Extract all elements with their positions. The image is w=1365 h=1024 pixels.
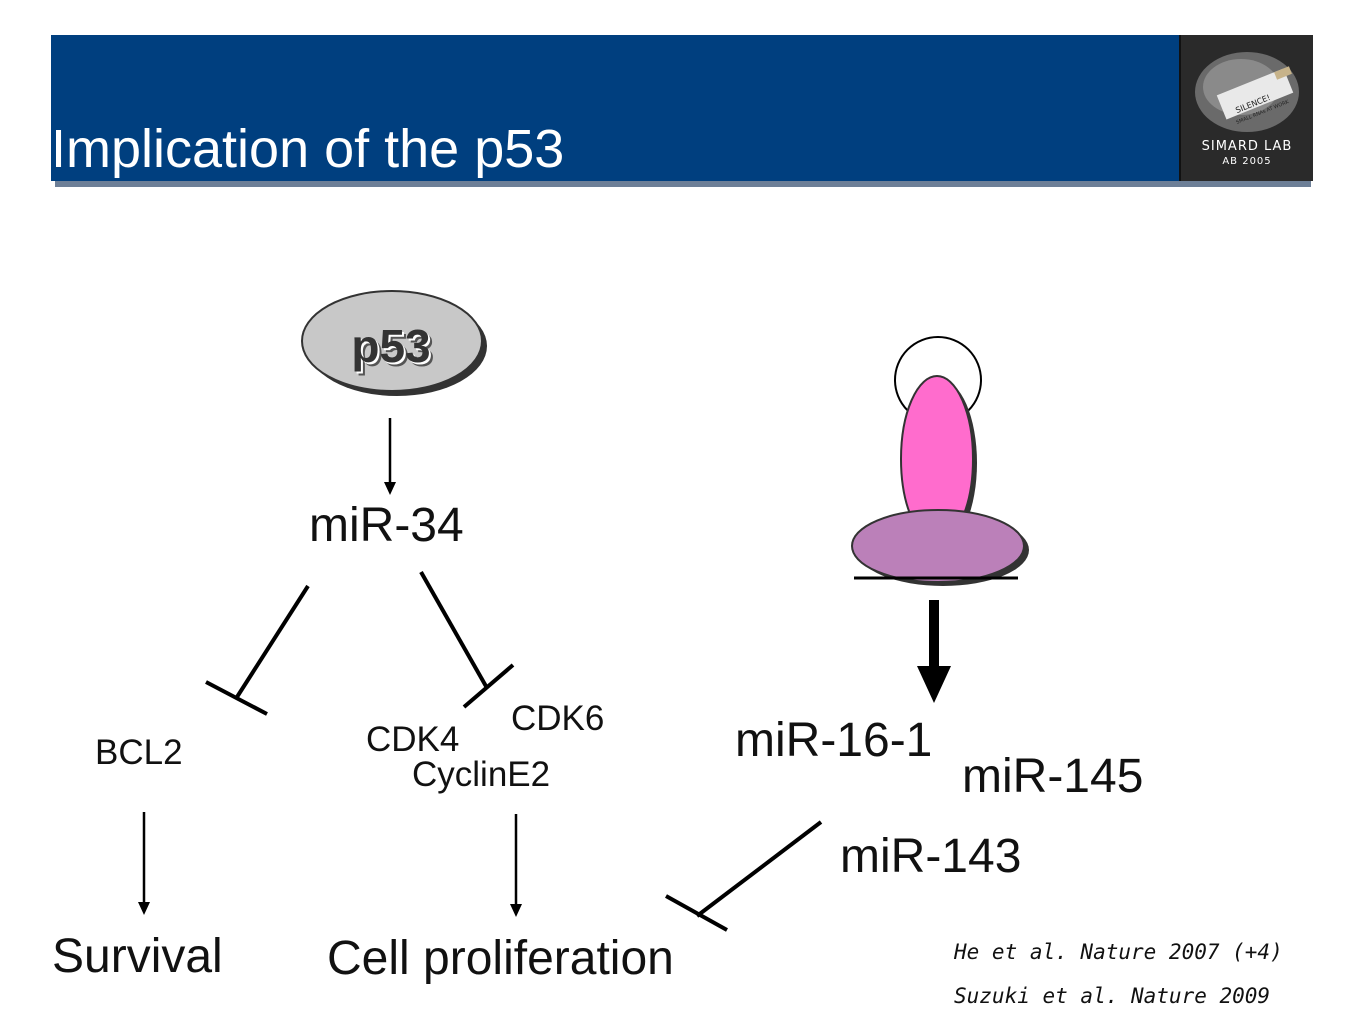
slide-title: Implication of the p53 bbox=[51, 119, 565, 179]
simard-lab-logo: SILENCE! SMALL RNAs AT WORK SIMARD LAB A… bbox=[1179, 35, 1313, 181]
logo-lab-name: SIMARD LAB bbox=[1201, 139, 1293, 154]
complex-arrowhead bbox=[917, 666, 951, 703]
proliferation-arrowhead bbox=[510, 904, 522, 917]
p53-label: p53 bbox=[351, 320, 431, 372]
mir34-label: miR-34 bbox=[309, 499, 464, 552]
cdk-inhibition-bar bbox=[462, 663, 515, 709]
mir16-1-label: miR-16-1 bbox=[735, 714, 933, 767]
reference-he-2007: He et al. Nature 2007 (+4) bbox=[954, 940, 1283, 964]
proliferation-inhibition-bar bbox=[665, 894, 728, 932]
mir34-bcl2-inhibition bbox=[235, 584, 310, 699]
reference-suzuki-2009: Suzuki et al. Nature 2009 bbox=[954, 984, 1271, 1008]
bcl2-label: BCL2 bbox=[95, 733, 183, 772]
slide-header: Implication of the p53 SILENCE! SMALL RN… bbox=[51, 35, 1313, 181]
purple-subunit bbox=[851, 509, 1025, 583]
p53-arrowhead bbox=[384, 482, 396, 495]
mir143-label: miR-143 bbox=[840, 830, 1022, 883]
cell-proliferation-label: Cell proliferation bbox=[327, 932, 674, 985]
mir34-cdk-inhibition bbox=[419, 571, 489, 689]
cdk4-label: CDK4 bbox=[366, 720, 460, 759]
survival-arrowhead bbox=[138, 902, 150, 915]
cycline2-label: CyclinE2 bbox=[412, 755, 551, 794]
bcl2-inhibition-bar bbox=[205, 680, 268, 716]
logo-image: SILENCE! SMALL RNAs AT WORK bbox=[1195, 52, 1299, 132]
logo-year: AB 2005 bbox=[1222, 156, 1272, 167]
mirna-proliferation-inhibition bbox=[695, 820, 823, 918]
mir145-label: miR-145 bbox=[962, 750, 1144, 803]
survival-label: Survival bbox=[52, 930, 223, 983]
p53-oval bbox=[301, 290, 483, 392]
cdk6-label: CDK6 bbox=[511, 699, 605, 738]
